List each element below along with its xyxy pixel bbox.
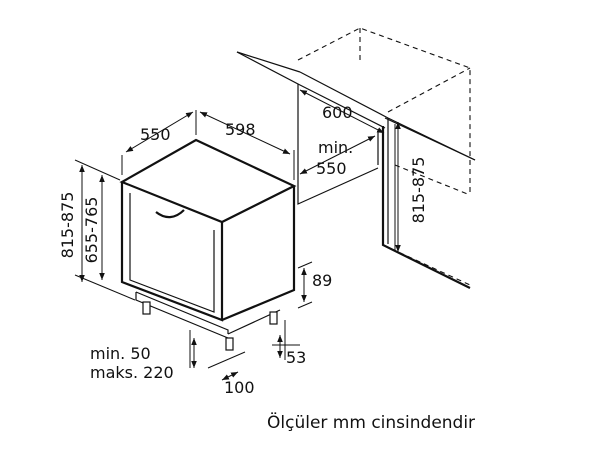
dishwasher-body bbox=[119, 138, 297, 351]
niche-depth-value-label: 550 bbox=[316, 159, 347, 178]
plinth-depth-label: 100 bbox=[224, 378, 255, 397]
units-caption: Ölçüler mm cinsindendir bbox=[267, 411, 475, 433]
plinth-height-label: 89 bbox=[312, 271, 332, 290]
dimension-lines bbox=[74, 89, 401, 381]
cabinet-niche bbox=[236, 27, 476, 289]
niche-width-label: 600 bbox=[322, 103, 353, 122]
depth-label: 550 bbox=[140, 125, 171, 144]
total-height-label: 815-875 bbox=[58, 192, 77, 259]
width-label: 598 bbox=[225, 120, 256, 139]
plinth-offset-label: 53 bbox=[286, 348, 306, 367]
plinth-range-min-label: min. 50 bbox=[90, 344, 151, 363]
niche-height-label: 815-875 bbox=[409, 157, 428, 224]
body-height-label: 655-765 bbox=[82, 197, 101, 264]
niche-depth-min-label: min. bbox=[318, 138, 353, 157]
plinth-range-max-label: maks. 220 bbox=[90, 363, 174, 382]
